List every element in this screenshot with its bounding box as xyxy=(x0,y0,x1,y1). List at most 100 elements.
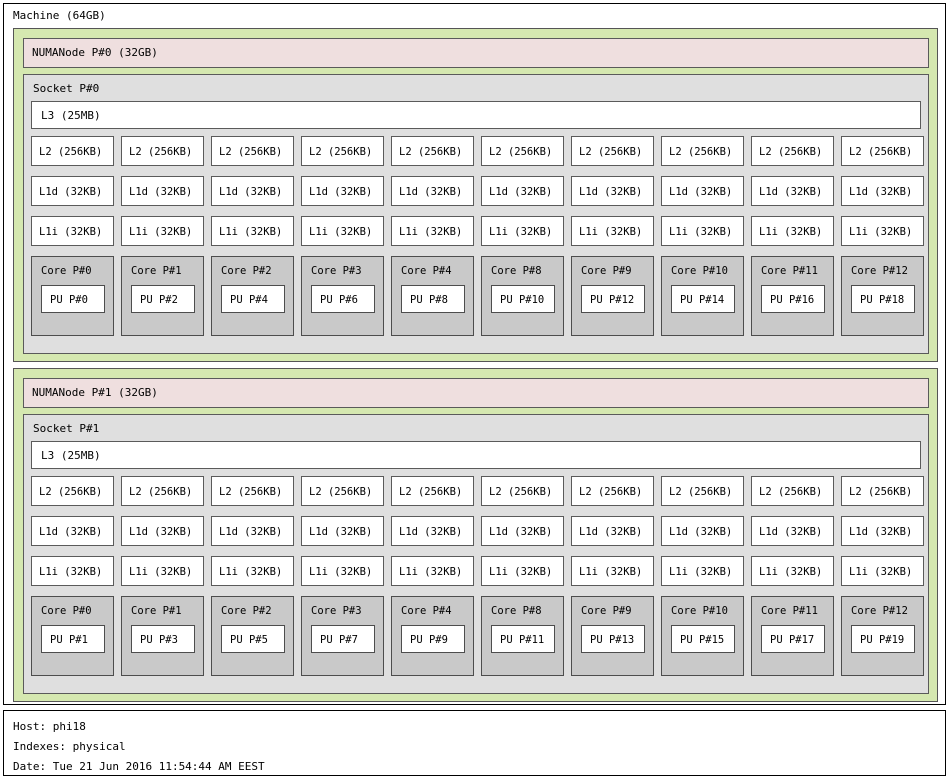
l1d-cache-box: L1d (32KB) xyxy=(661,516,744,546)
core-label: Core P#8 xyxy=(491,265,542,277)
l1d-cache-label: L1d (32KB) xyxy=(489,526,553,538)
l3-cache-1-label: L3 (25MB) xyxy=(41,449,101,462)
l1d-cache-box: L1d (32KB) xyxy=(391,516,474,546)
l2-cache-box: L2 (256KB) xyxy=(121,136,204,166)
numanode-1-label: NUMANode P#1 (32GB) xyxy=(32,386,158,399)
l1i-cache-label: L1i (32KB) xyxy=(579,566,643,578)
l1d-cache-label: L1d (32KB) xyxy=(669,186,733,198)
core-box: Core P#1 PU P#3 xyxy=(121,596,204,676)
l1i-cache-label: L1i (32KB) xyxy=(669,226,733,238)
core-box: Core P#0 PU P#0 xyxy=(31,256,114,336)
l2-cache-box: L2 (256KB) xyxy=(391,476,474,506)
pu-box: PU P#0 xyxy=(41,285,105,313)
l2-cache-box: L2 (256KB) xyxy=(481,476,564,506)
l1i-cache-box: L1i (32KB) xyxy=(841,556,924,586)
pu-label: PU P#4 xyxy=(230,294,268,306)
numa-group-1: NUMANode P#1 (32GB) Socket P#1 L3 (25MB)… xyxy=(13,368,938,702)
pu-box: PU P#19 xyxy=(851,625,915,653)
footer-date: Date: Tue 21 Jun 2016 11:54:44 AM EEST xyxy=(13,760,265,773)
pu-box: PU P#13 xyxy=(581,625,645,653)
l2-cache-label: L2 (256KB) xyxy=(309,486,373,498)
l1i-cache-box: L1i (32KB) xyxy=(661,556,744,586)
core-box: Core P#4 PU P#9 xyxy=(391,596,474,676)
l1i-cache-label: L1i (32KB) xyxy=(39,226,103,238)
pu-label: PU P#2 xyxy=(140,294,178,306)
pu-box: PU P#15 xyxy=(671,625,735,653)
l2-cache-label: L2 (256KB) xyxy=(399,146,463,158)
l1i-cache-box: L1i (32KB) xyxy=(31,216,114,246)
l2-cache-label: L2 (256KB) xyxy=(759,486,823,498)
l1d-cache-box: L1d (32KB) xyxy=(751,516,834,546)
socket-0-box: Socket P#0 L3 (25MB) L2 (256KB)L2 (256KB… xyxy=(23,74,929,354)
l1d-cache-label: L1d (32KB) xyxy=(309,186,373,198)
l1d-cache-label: L1d (32KB) xyxy=(849,526,913,538)
l2-cache-box: L2 (256KB) xyxy=(301,136,384,166)
l1i-cache-box: L1i (32KB) xyxy=(31,556,114,586)
core-label: Core P#10 xyxy=(671,265,728,277)
l2-cache-box: L2 (256KB) xyxy=(481,136,564,166)
pu-label: PU P#1 xyxy=(50,634,88,646)
l2-cache-box: L2 (256KB) xyxy=(661,476,744,506)
l1i-cache-box: L1i (32KB) xyxy=(391,216,474,246)
l1i-cache-label: L1i (32KB) xyxy=(489,226,553,238)
pu-label: PU P#11 xyxy=(500,634,545,646)
pu-box: PU P#6 xyxy=(311,285,375,313)
pu-box: PU P#8 xyxy=(401,285,465,313)
l1i-cache-box: L1i (32KB) xyxy=(661,216,744,246)
l1d-cache-box: L1d (32KB) xyxy=(661,176,744,206)
l2-cache-box: L2 (256KB) xyxy=(31,136,114,166)
core-label: Core P#1 xyxy=(131,605,182,617)
socket-1-label: Socket P#1 xyxy=(33,422,100,435)
l1i-cache-box: L1i (32KB) xyxy=(481,216,564,246)
l1i-cache-box: L1i (32KB) xyxy=(841,216,924,246)
pu-label: PU P#14 xyxy=(680,294,725,306)
l1i-cache-label: L1i (32KB) xyxy=(399,226,463,238)
core-label: Core P#0 xyxy=(41,265,92,277)
l2-cache-box: L2 (256KB) xyxy=(211,476,294,506)
l1d-cache-label: L1d (32KB) xyxy=(669,526,733,538)
core-label: Core P#12 xyxy=(851,265,908,277)
l2-cache-label: L2 (256KB) xyxy=(579,146,643,158)
core-label: Core P#8 xyxy=(491,605,542,617)
l2-cache-label: L2 (256KB) xyxy=(129,486,193,498)
pu-label: PU P#13 xyxy=(590,634,635,646)
pu-box: PU P#4 xyxy=(221,285,285,313)
l3-cache-0: L3 (25MB) xyxy=(31,101,921,129)
l3-cache-1: L3 (25MB) xyxy=(31,441,921,469)
pu-label: PU P#17 xyxy=(770,634,815,646)
l1d-cache-label: L1d (32KB) xyxy=(579,526,643,538)
l1i-cache-box: L1i (32KB) xyxy=(391,556,474,586)
l1i-cache-box: L1i (32KB) xyxy=(571,556,654,586)
machine-box: Machine (64GB) NUMANode P#0 (32GB) Socke… xyxy=(3,3,946,705)
l1i-cache-box: L1i (32KB) xyxy=(481,556,564,586)
pu-box: PU P#18 xyxy=(851,285,915,313)
l2-cache-label: L2 (256KB) xyxy=(399,486,463,498)
core-box: Core P#9 PU P#13 xyxy=(571,596,654,676)
pu-label: PU P#10 xyxy=(500,294,545,306)
l1i-cache-label: L1i (32KB) xyxy=(309,566,373,578)
socket-1-box: Socket P#1 L3 (25MB) L2 (256KB) L2 (256KB… xyxy=(23,414,929,694)
l2-cache-label: L2 (256KB) xyxy=(579,486,643,498)
l1d-cache-label: L1d (32KB) xyxy=(399,526,463,538)
core-label: Core P#9 xyxy=(581,605,632,617)
l3-cache-0-label: L3 (25MB) xyxy=(41,109,101,122)
numanode-0-label: NUMANode P#0 (32GB) xyxy=(32,46,158,59)
l1i-cache-label: L1i (32KB) xyxy=(39,566,103,578)
core-label: Core P#2 xyxy=(221,265,272,277)
l1d-cache-label: L1d (32KB) xyxy=(399,186,463,198)
pu-label: PU P#6 xyxy=(320,294,358,306)
footer-indexes: Indexes: physical xyxy=(13,740,126,753)
l1i-cache-box: L1i (32KB) xyxy=(121,556,204,586)
l1i-cache-label: L1i (32KB) xyxy=(399,566,463,578)
l1i-cache-box: L1i (32KB) xyxy=(211,556,294,586)
l1i-cache-box: L1i (32KB) xyxy=(751,216,834,246)
pu-label: PU P#9 xyxy=(410,634,448,646)
pu-box: PU P#3 xyxy=(131,625,195,653)
core-label: Core P#4 xyxy=(401,605,452,617)
